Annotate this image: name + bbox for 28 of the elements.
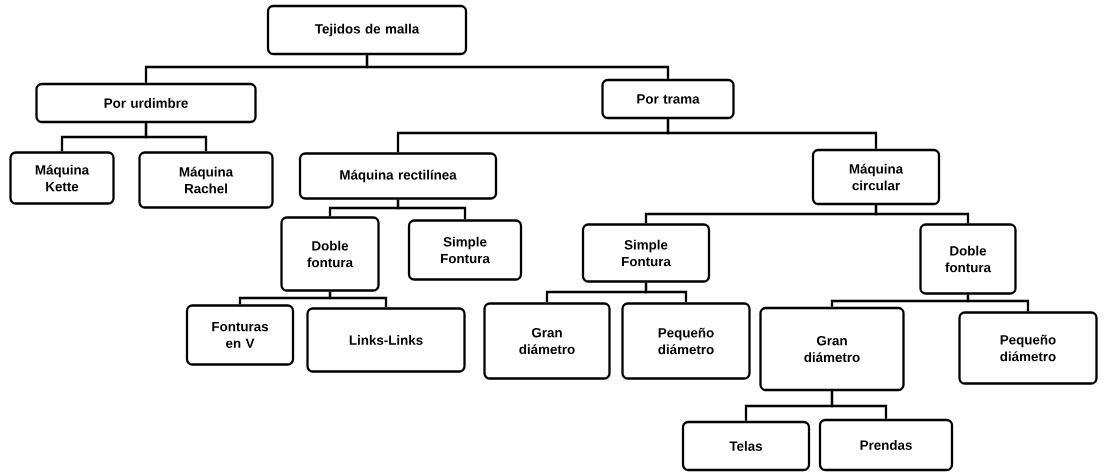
process-box: Gran diámetro xyxy=(759,306,905,392)
process-box: Tejidos de malla xyxy=(266,4,468,56)
process-box: Telas xyxy=(681,420,811,472)
process-box: Pequeño diámetro xyxy=(958,311,1098,385)
connector-line xyxy=(365,55,670,79)
process-box: Simple Fontura xyxy=(581,223,711,283)
process-box: Por urdimbre xyxy=(35,82,257,124)
connector-line xyxy=(396,199,467,220)
connector-line xyxy=(830,391,888,419)
connector-line xyxy=(666,119,878,149)
process-box: Fonturas en V xyxy=(185,304,295,366)
process-box: Gran diámetro xyxy=(483,302,611,380)
process-box: Links-Links xyxy=(306,307,466,373)
process-box: Doble fontura xyxy=(919,223,1017,295)
process-box: Máquina circular xyxy=(811,148,941,206)
connector-line xyxy=(644,282,688,303)
process-box: Prendas xyxy=(818,418,954,472)
process-box: Por trama xyxy=(601,78,735,120)
connector-line xyxy=(966,294,1030,312)
connector-line xyxy=(144,123,208,152)
process-box: Máquina rectilínea xyxy=(298,152,498,200)
connector-line xyxy=(874,205,970,224)
process-box: Simple Fontura xyxy=(407,219,523,281)
process-box: Máquina Rachel xyxy=(138,151,274,209)
process-box: Máquina Kette xyxy=(9,151,115,205)
connector-line xyxy=(328,291,388,308)
process-box: Doble fontura xyxy=(280,216,380,292)
process-box: Pequeño diámetro xyxy=(621,302,751,380)
